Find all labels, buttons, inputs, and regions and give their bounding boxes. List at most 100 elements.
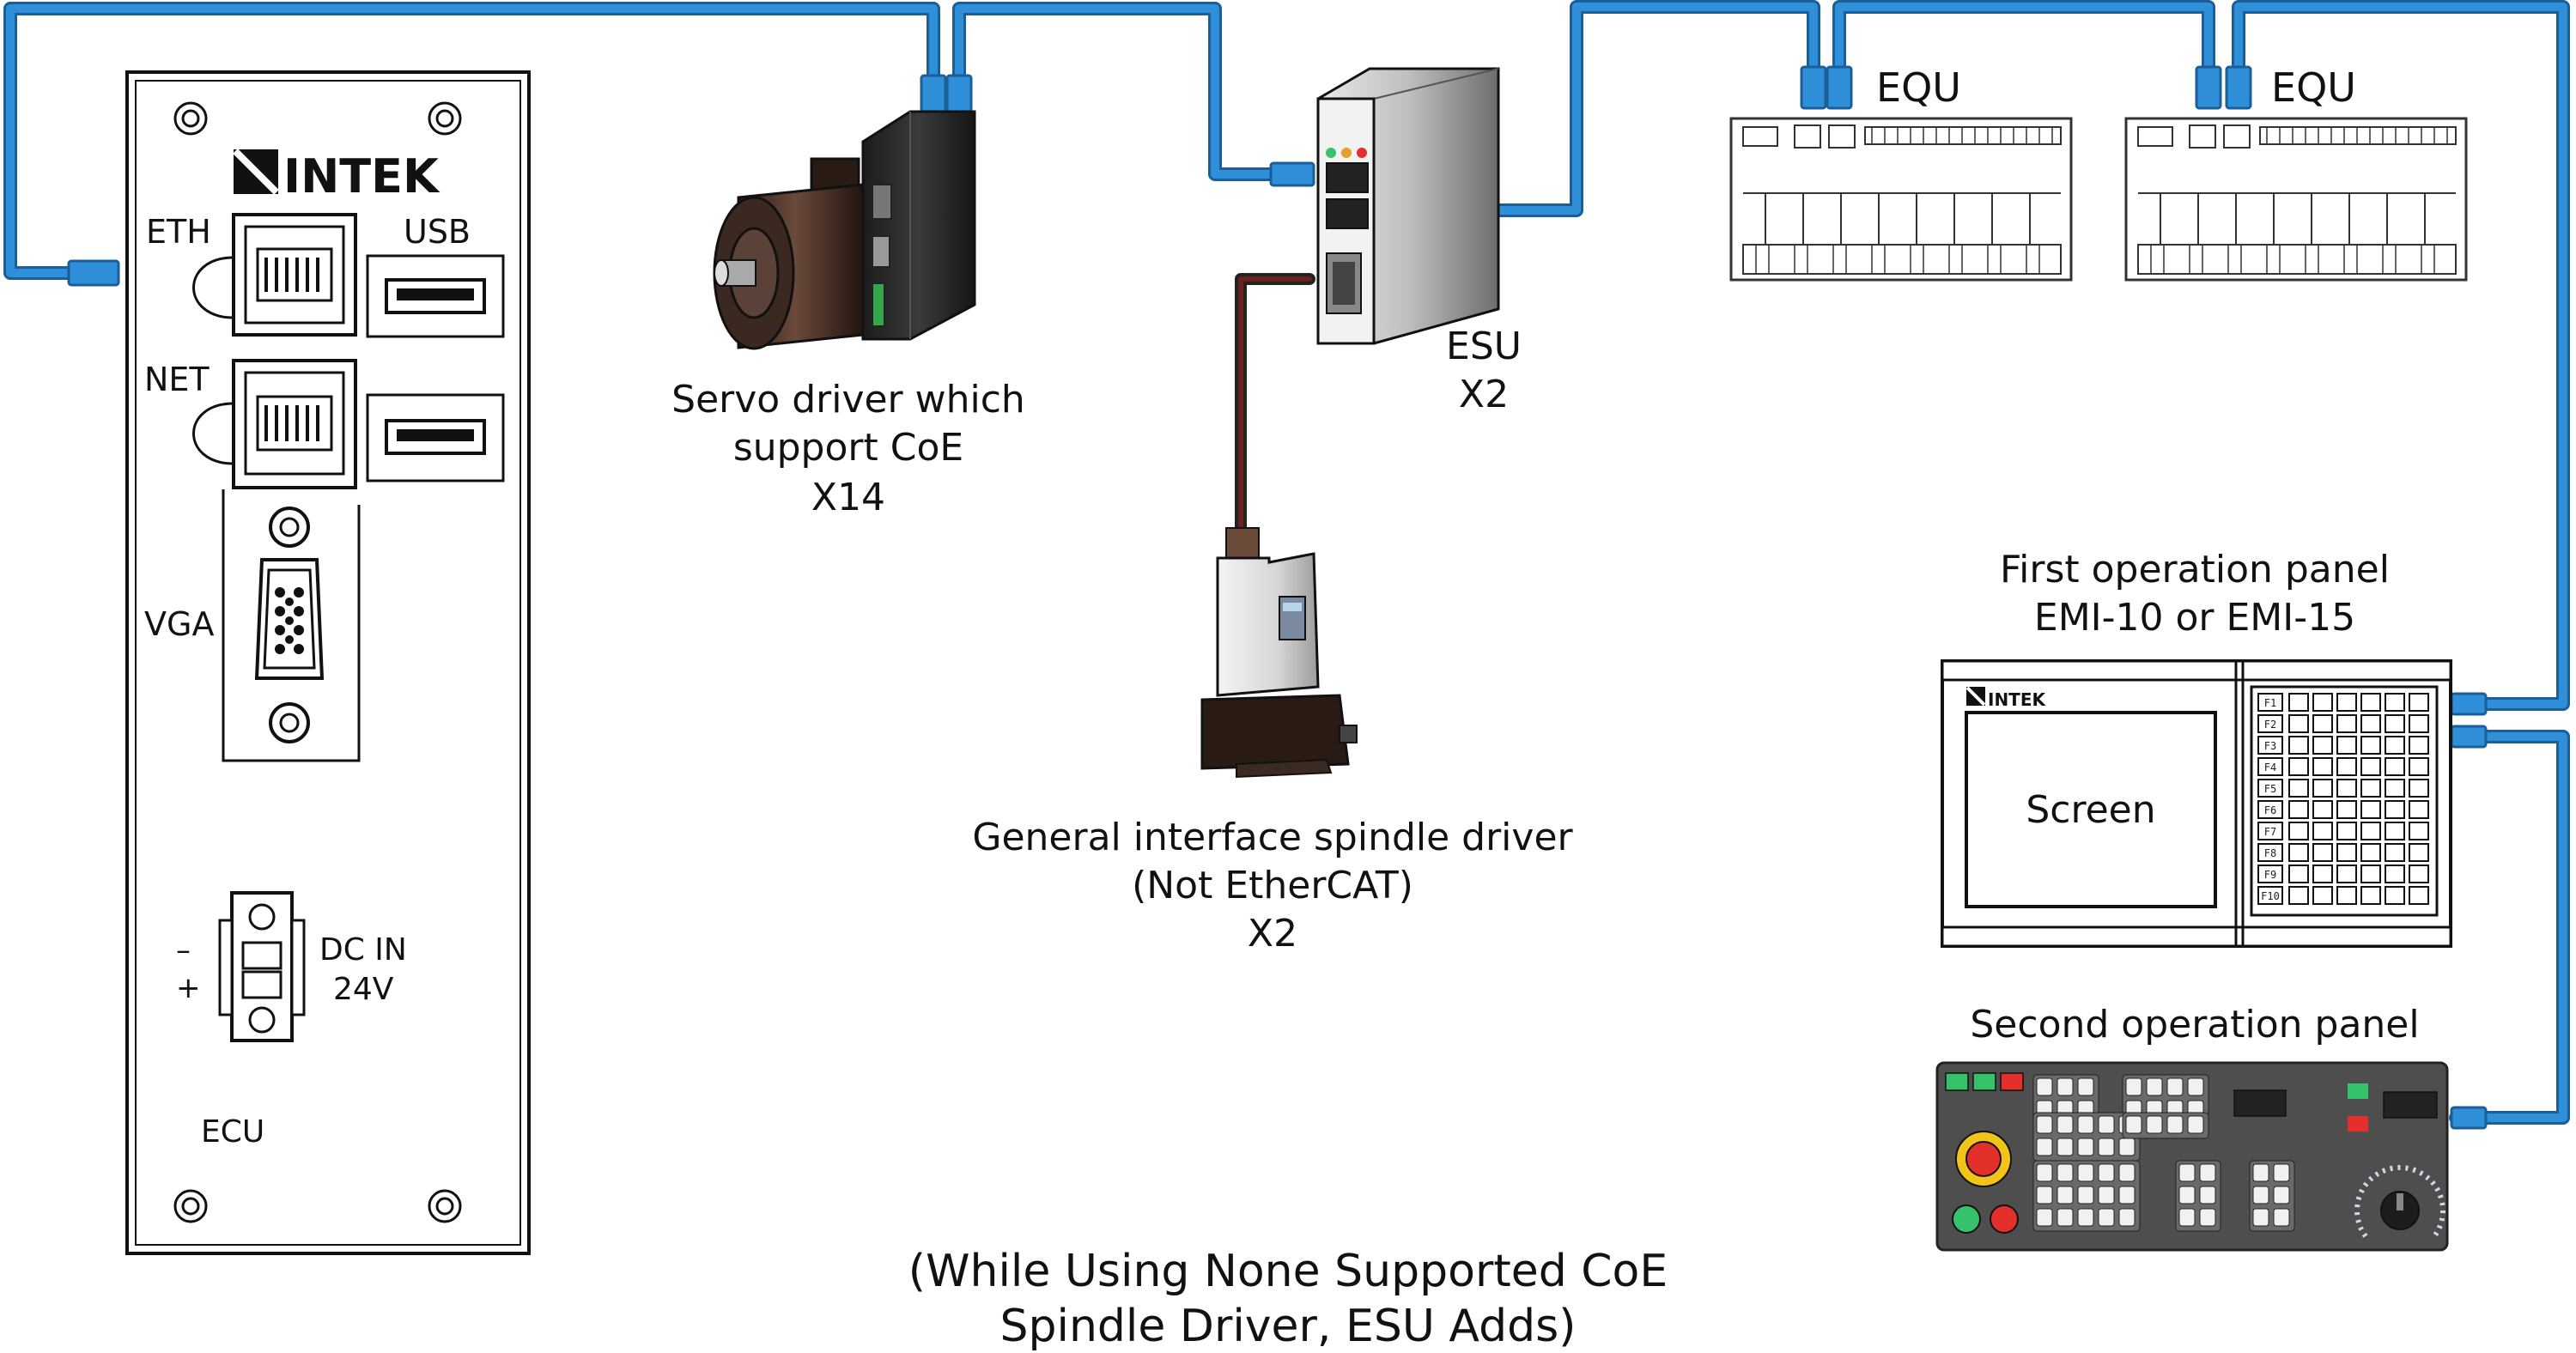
panel2-key[interactable] <box>2118 1163 2136 1182</box>
panel1-fkey[interactable] <box>2257 736 2283 755</box>
panel1-key[interactable] <box>2288 843 2309 862</box>
panel2-key[interactable] <box>2036 1208 2053 1227</box>
ecu-dc-connector[interactable] <box>218 891 306 1042</box>
panel1-fkey[interactable] <box>2257 800 2283 819</box>
panel2-key[interactable] <box>2252 1186 2269 1204</box>
panel1-key[interactable] <box>2385 886 2405 905</box>
panel2-key[interactable] <box>2057 1077 2074 1096</box>
panel1-key[interactable] <box>2409 822 2429 840</box>
panel1-key[interactable] <box>2409 736 2429 755</box>
panel2-key[interactable] <box>2252 1208 2269 1227</box>
panel1-key[interactable] <box>2336 736 2357 755</box>
panel1-key[interactable] <box>2288 822 2309 840</box>
panel1-key[interactable] <box>2312 843 2333 862</box>
panel2-key[interactable] <box>2098 1115 2115 1134</box>
panel2-key[interactable] <box>2199 1208 2216 1227</box>
panel1-key[interactable] <box>2360 822 2381 840</box>
ecu-usb-port-1[interactable] <box>366 254 505 338</box>
feed-override-dial[interactable] <box>2354 1165 2445 1238</box>
panel2-key[interactable] <box>2118 1138 2136 1156</box>
panel1-key[interactable] <box>2385 865 2405 883</box>
panel1-key[interactable] <box>2336 714 2357 733</box>
panel1-key[interactable] <box>2312 886 2333 905</box>
panel1-key[interactable] <box>2360 779 2381 798</box>
panel2-key[interactable] <box>2077 1208 2094 1227</box>
panel2-key[interactable] <box>2098 1138 2115 1156</box>
panel1-key[interactable] <box>2336 693 2357 712</box>
panel1-key[interactable] <box>2288 714 2309 733</box>
panel1-key[interactable] <box>2312 865 2333 883</box>
panel2-key[interactable] <box>2036 1186 2053 1204</box>
panel2-key[interactable] <box>2036 1163 2053 1182</box>
panel2-key[interactable] <box>2166 1115 2184 1134</box>
panel2-key[interactable] <box>2057 1115 2074 1134</box>
panel2-key[interactable] <box>2077 1077 2094 1096</box>
panel1-key[interactable] <box>2336 757 2357 776</box>
panel2-key[interactable] <box>2036 1138 2053 1156</box>
panel2-key[interactable] <box>2057 1208 2074 1227</box>
panel1-key[interactable] <box>2312 800 2333 819</box>
panel1-key[interactable] <box>2312 736 2333 755</box>
panel1-key[interactable] <box>2336 843 2357 862</box>
panel1-key[interactable] <box>2312 822 2333 840</box>
panel1-key[interactable] <box>2336 800 2357 819</box>
panel2-key[interactable] <box>2077 1115 2094 1134</box>
panel1-key[interactable] <box>2336 865 2357 883</box>
panel1-key[interactable] <box>2312 693 2333 712</box>
ecu-net-port[interactable] <box>232 359 357 489</box>
panel1-key[interactable] <box>2409 757 2429 776</box>
panel2-key[interactable] <box>2118 1186 2136 1204</box>
panel2-key[interactable] <box>2077 1186 2094 1204</box>
panel1-fkey[interactable] <box>2257 757 2283 776</box>
panel1-key[interactable] <box>2385 693 2405 712</box>
panel2-key[interactable] <box>2098 1208 2115 1227</box>
panel2-key[interactable] <box>2125 1115 2142 1134</box>
panel1-key[interactable] <box>2385 779 2405 798</box>
emergency-stop-button[interactable] <box>1955 1131 2012 1187</box>
panel1-fkey[interactable] <box>2257 865 2283 883</box>
panel2-key[interactable] <box>2077 1163 2094 1182</box>
panel2-key[interactable] <box>2273 1208 2290 1227</box>
panel2-key[interactable] <box>2098 1186 2115 1204</box>
panel2-key[interactable] <box>2178 1163 2196 1182</box>
panel1-key[interactable] <box>2385 800 2405 819</box>
panel1-fkey[interactable] <box>2257 693 2283 712</box>
panel1-key[interactable] <box>2336 779 2357 798</box>
panel2-key[interactable] <box>2199 1186 2216 1204</box>
panel2-key[interactable] <box>2199 1163 2216 1182</box>
panel1-key[interactable] <box>2312 779 2333 798</box>
cycle-start-button[interactable] <box>1952 1204 1981 1234</box>
panel2-key[interactable] <box>2146 1077 2163 1096</box>
panel1-key[interactable] <box>2336 886 2357 905</box>
panel2-key[interactable] <box>2187 1115 2204 1134</box>
panel2-key[interactable] <box>2057 1138 2074 1156</box>
panel2-key[interactable] <box>2125 1077 2142 1096</box>
panel2-key[interactable] <box>2178 1208 2196 1227</box>
panel1-key[interactable] <box>2288 800 2309 819</box>
panel2-key[interactable] <box>2036 1077 2053 1096</box>
panel1-key[interactable] <box>2409 843 2429 862</box>
panel1-fkey[interactable] <box>2257 886 2283 905</box>
panel1-key[interactable] <box>2360 800 2381 819</box>
panel1-key[interactable] <box>2360 886 2381 905</box>
panel1-key[interactable] <box>2288 736 2309 755</box>
panel1-key[interactable] <box>2312 757 2333 776</box>
panel1-key[interactable] <box>2385 822 2405 840</box>
panel2-key[interactable] <box>2057 1163 2074 1182</box>
panel1-key[interactable] <box>2360 736 2381 755</box>
panel1-fkey[interactable] <box>2257 843 2283 862</box>
panel1-key[interactable] <box>2288 693 2309 712</box>
panel1-key[interactable] <box>2409 886 2429 905</box>
panel1-key[interactable] <box>2288 886 2309 905</box>
panel2-key[interactable] <box>2077 1138 2094 1156</box>
cycle-stop-button[interactable] <box>1990 1204 2019 1234</box>
panel2-key[interactable] <box>2166 1077 2184 1096</box>
panel1-fkey[interactable] <box>2257 714 2283 733</box>
panel1-key[interactable] <box>2360 843 2381 862</box>
panel1-key[interactable] <box>2385 843 2405 862</box>
panel2-key[interactable] <box>2036 1115 2053 1134</box>
panel2-key[interactable] <box>2273 1163 2290 1182</box>
panel1-key[interactable] <box>2409 779 2429 798</box>
panel1-key[interactable] <box>2288 757 2309 776</box>
panel1-key[interactable] <box>2360 693 2381 712</box>
